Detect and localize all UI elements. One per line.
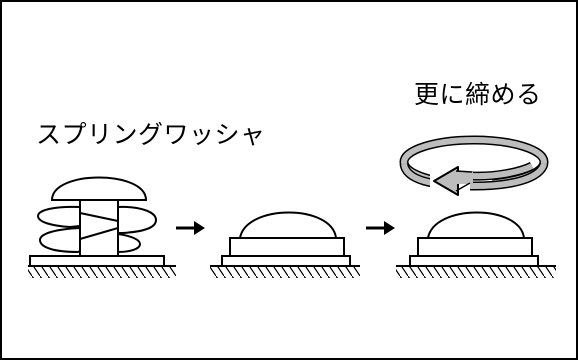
ground-hatch-1	[28, 265, 176, 278]
panel-spring-washer	[28, 176, 176, 278]
ground-hatch-2	[210, 265, 360, 278]
bolt-stem	[79, 195, 119, 257]
bolt-head-3	[426, 211, 526, 239]
spring-washer-label: スプリングワッシャ	[36, 120, 266, 149]
panel-tighten-further	[396, 135, 556, 278]
base-plate-3	[409, 255, 539, 267]
transition-arrow-2	[366, 221, 395, 235]
flattened-washer-2	[229, 237, 345, 257]
bolt-head-1	[50, 176, 148, 201]
base-plate-1	[29, 255, 165, 267]
ground-hatch-3	[396, 265, 556, 278]
bolt-head-2	[238, 211, 338, 239]
base-plate-2	[221, 255, 351, 267]
panel-compressed	[210, 211, 360, 278]
spring-washer-coils	[37, 205, 157, 253]
rotation-arrow-icon	[399, 135, 549, 196]
tighten-further-label: 更に締める	[414, 80, 542, 109]
transition-arrow-1	[176, 221, 205, 235]
flattened-washer-3	[417, 237, 533, 257]
